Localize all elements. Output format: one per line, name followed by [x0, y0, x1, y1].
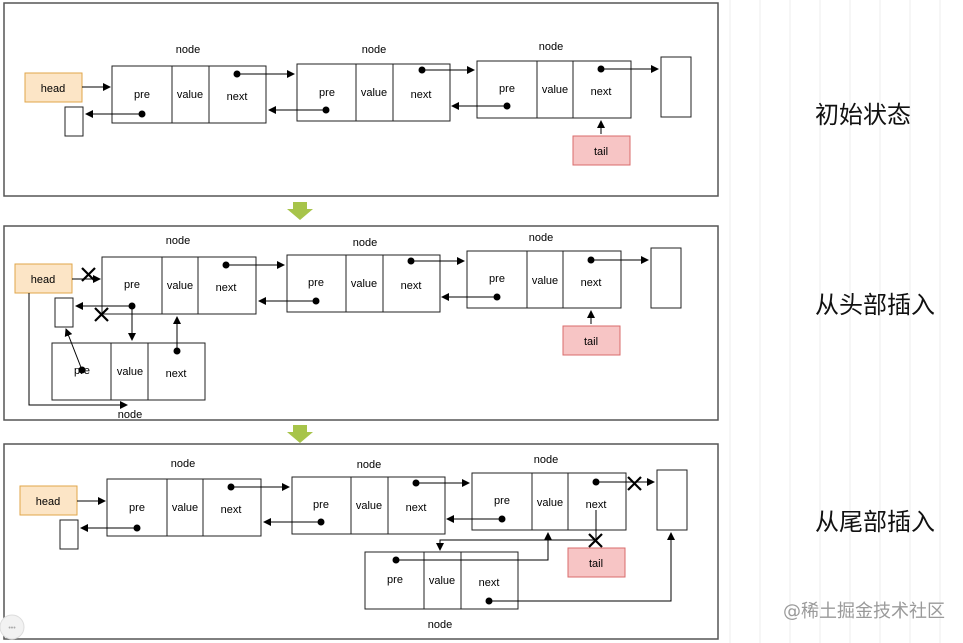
section-frame: [3, 443, 719, 640]
head-label: head: [36, 496, 60, 508]
node-box: [286, 254, 441, 313]
next-label: next: [216, 282, 237, 294]
section-caption-initial: 初始状态: [815, 101, 911, 129]
node-box: [364, 551, 519, 610]
node-label: node: [428, 619, 452, 631]
node-box: [291, 476, 446, 535]
next-label: next: [479, 577, 500, 589]
value-label: value: [537, 497, 563, 509]
node-label: node: [362, 44, 386, 56]
pre-label: pre: [499, 83, 515, 95]
next-label: next: [401, 280, 422, 292]
node-box: [296, 63, 451, 122]
node-label: node: [539, 41, 563, 53]
null-box: [64, 106, 84, 137]
node-box: [466, 250, 622, 309]
value-label: value: [167, 280, 193, 292]
tail-pointer: [567, 547, 626, 578]
head-label: head: [31, 274, 55, 286]
value-label: value: [177, 89, 203, 101]
value-label: value: [429, 575, 455, 587]
down-arrow-icon: [287, 425, 313, 443]
node-label: node: [118, 409, 142, 421]
head-label: head: [41, 83, 65, 95]
loading-icon: [0, 614, 25, 640]
tail-pointer: [572, 135, 631, 166]
down-arrow-icon: [287, 202, 313, 220]
section-frame: [3, 2, 719, 197]
tail-label: tail: [594, 146, 608, 158]
null-box: [54, 297, 74, 328]
head-pointer: [14, 263, 73, 294]
section-initial-state: node pre value next node pre value next …: [3, 2, 719, 197]
pre-label: pre: [308, 277, 324, 289]
pre-label: pre: [494, 495, 510, 507]
node-label: node: [171, 458, 195, 470]
remove-mark-icon: [588, 476, 642, 548]
value-label: value: [356, 500, 382, 512]
head-pointer: [24, 72, 83, 103]
section-insert-head: node pre value next node pre value next …: [3, 225, 719, 421]
value-label: value: [532, 275, 558, 287]
tail-label: tail: [584, 336, 598, 348]
null-box: [650, 247, 682, 309]
pre-label: pre: [134, 89, 150, 101]
pre-label: pre: [124, 279, 140, 291]
value-label: value: [117, 366, 143, 378]
node-label: node: [357, 459, 381, 471]
section-caption-head-insert: 从头部插入: [815, 291, 935, 319]
background-grid: [729, 0, 941, 643]
next-label: next: [406, 502, 427, 514]
next-label: next: [221, 504, 242, 516]
null-box: [660, 56, 692, 118]
next-label: next: [227, 91, 248, 103]
watermark: @稀土掘金技术社区: [783, 601, 945, 622]
next-label: next: [591, 86, 612, 98]
node-box: [106, 478, 262, 537]
next-label: next: [586, 499, 607, 511]
section-insert-tail: node pre value next node pre value next …: [3, 443, 719, 640]
pre-label: pre: [313, 499, 329, 511]
pre-label: pre: [129, 502, 145, 514]
node-label: node: [166, 235, 190, 247]
loading-dots-icon: •••: [8, 625, 16, 632]
null-box: [59, 519, 79, 550]
node-label: node: [534, 454, 558, 466]
value-label: value: [351, 278, 377, 290]
null-box: [656, 469, 688, 531]
tail-label: tail: [589, 558, 603, 570]
section-frame: [3, 225, 719, 421]
value-label: value: [542, 84, 568, 96]
value-label: value: [172, 502, 198, 514]
next-label: next: [166, 368, 187, 380]
pre-label: pre: [489, 273, 505, 285]
node-label: node: [353, 237, 377, 249]
node-box: [101, 256, 257, 315]
section-caption-tail-insert: 从尾部插入: [815, 508, 935, 536]
node-box: [476, 60, 632, 119]
node-label: node: [529, 232, 553, 244]
value-label: value: [361, 87, 387, 99]
next-label: next: [581, 277, 602, 289]
tail-pointer: [562, 325, 621, 356]
remove-mark-icon: [81, 267, 109, 322]
next-label: next: [411, 89, 432, 101]
pre-label: pre: [387, 574, 403, 586]
node-label: node: [176, 44, 200, 56]
pre-label: pre: [319, 87, 335, 99]
